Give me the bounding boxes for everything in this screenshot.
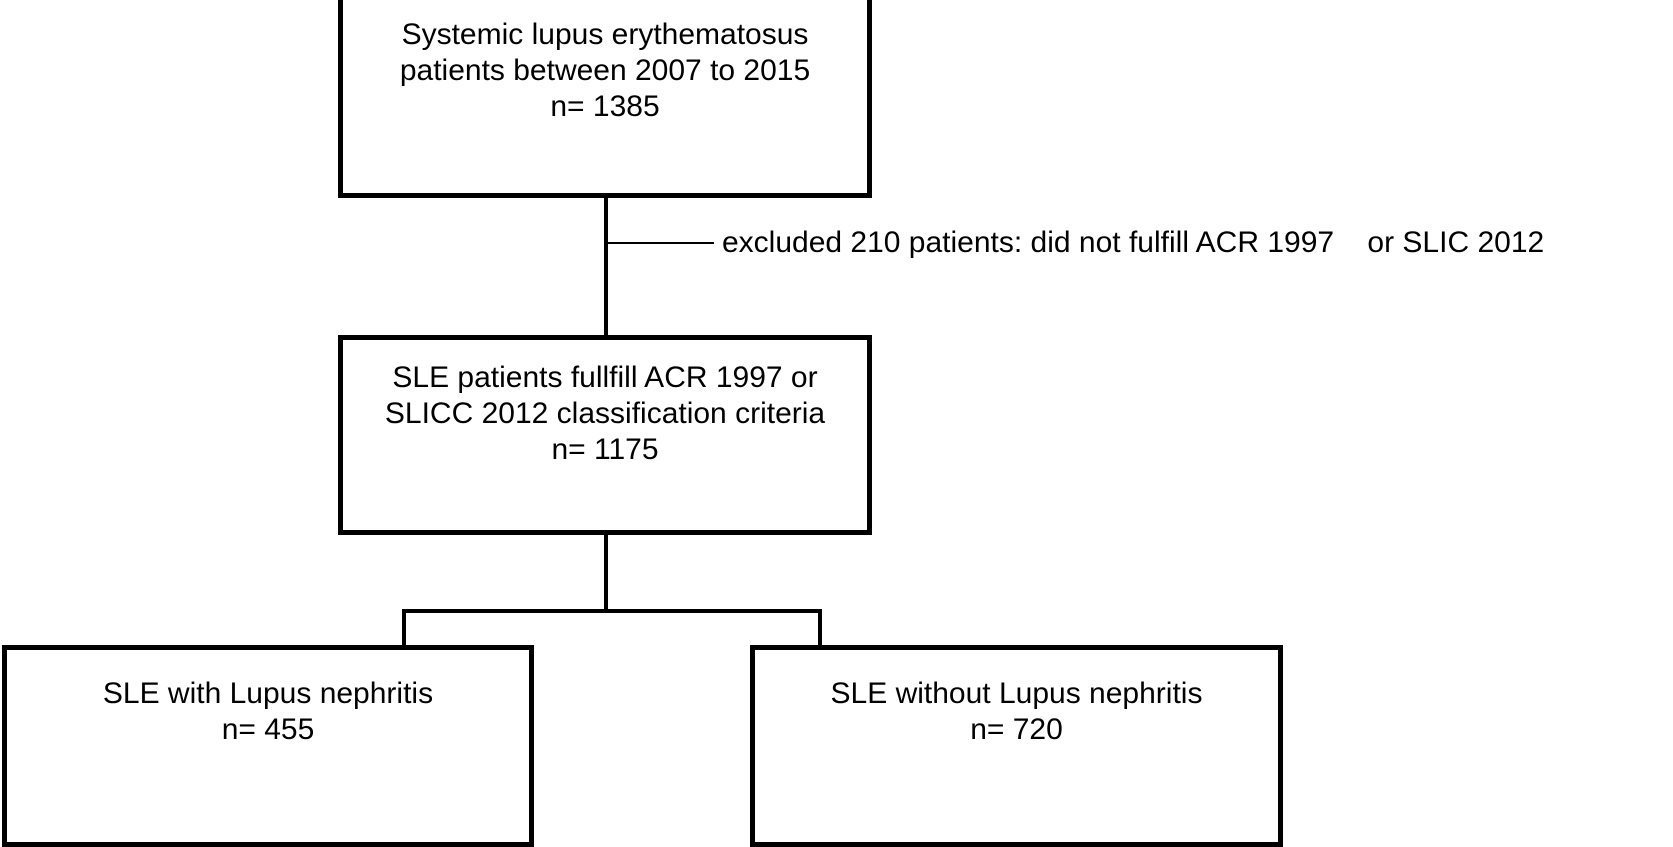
node-cohort-label: Systemic lupus erythematosus patients be… (399, 18, 811, 123)
connector-drop-with-nephritis (402, 609, 406, 649)
node-included-label: SLE patients fullfill ACR 1997 or SLICC … (384, 361, 826, 466)
connector-included-to-split (604, 533, 608, 612)
connector-cohort-to-included (604, 196, 608, 337)
node-without-nephritis-label: SLE without Lupus nephritis n= 720 (830, 677, 1203, 746)
exclusion-annotation: excluded 210 patients: did not fulfill A… (722, 226, 1545, 259)
node-included-box: SLE patients fullfill ACR 1997 or SLICC … (338, 335, 872, 535)
node-with-nephritis-box: SLE with Lupus nephritis n= 455 (2, 645, 534, 847)
node-with-nephritis-label: SLE with Lupus nephritis n= 455 (102, 677, 434, 746)
connector-split-bar (402, 609, 822, 613)
connector-drop-without-nephritis (818, 609, 822, 649)
node-without-nephritis-box: SLE without Lupus nephritis n= 720 (750, 645, 1283, 847)
node-cohort-box: Systemic lupus erythematosus patients be… (338, 0, 872, 198)
connector-exclusion-stub (604, 242, 714, 244)
